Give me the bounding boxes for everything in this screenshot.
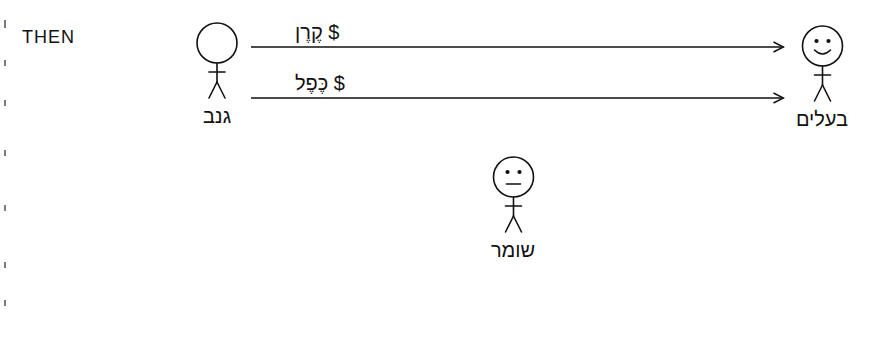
figure-name: שומר — [483, 238, 544, 262]
payment-label: קֶרֶן $ — [292, 20, 342, 44]
payment-label: כֶּפֶל $ — [292, 71, 348, 95]
figure-name: גנב — [189, 104, 245, 128]
stick-figure: שומר — [483, 156, 544, 262]
stick-figure: גנב — [189, 22, 245, 128]
corner-note: THEN — [22, 26, 75, 48]
payment-arrow — [251, 97, 784, 99]
payment-arrow — [251, 46, 784, 48]
figure-name: בעלים — [788, 107, 857, 131]
stick-figure: בעלים — [788, 25, 857, 131]
